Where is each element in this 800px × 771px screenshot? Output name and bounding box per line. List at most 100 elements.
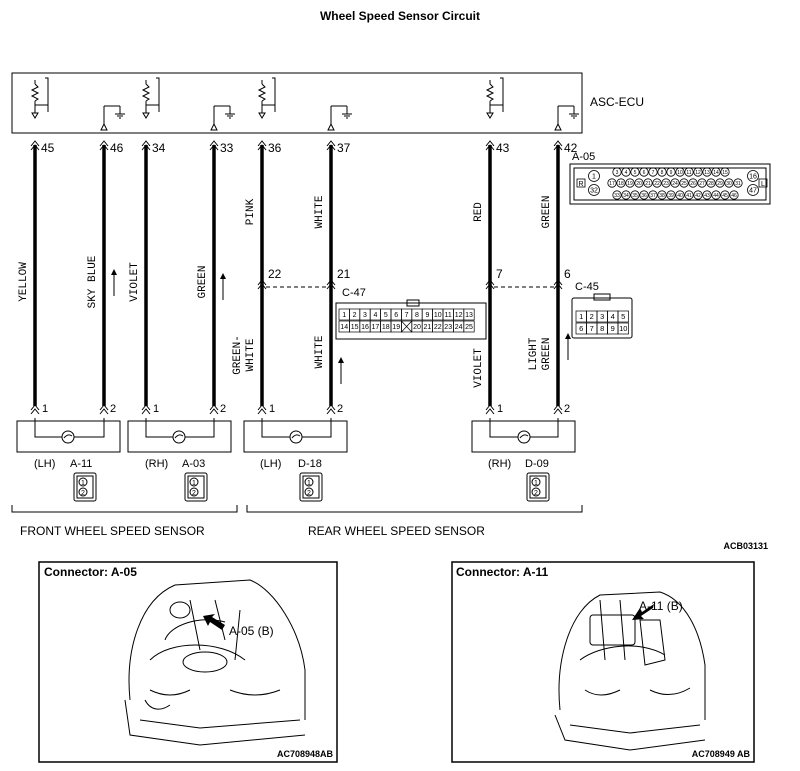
a05-pin: [675, 190, 685, 200]
ecu-pin-45: 45: [41, 141, 55, 155]
a05-pin-label: 7: [652, 170, 655, 176]
a05-pin-label: 18: [618, 181, 624, 187]
a05-pin-label: 47: [749, 188, 757, 195]
a05-pin: [702, 190, 712, 200]
a05-pin-label: 28: [708, 181, 714, 187]
a05-pin: [706, 178, 716, 188]
c45-pin-label: 10: [619, 324, 627, 333]
sensor-pin-2: 2: [337, 403, 343, 415]
wire-color-violet-lower: VIOLET: [473, 348, 485, 388]
a05-pin-label: 45: [722, 193, 728, 199]
c47-pin-label: 19: [392, 324, 400, 331]
a05-tag-left-label: R: [578, 181, 583, 188]
a05-pin: [612, 167, 622, 177]
a05-pin-label: 1: [592, 174, 596, 181]
c47-pin-label: 6: [394, 312, 398, 319]
sensor-boxes: [16, 418, 576, 453]
a05-pin: [670, 178, 680, 188]
c47-pin-label: 25: [465, 324, 473, 331]
c47-pin-label: 18: [382, 324, 390, 331]
a05-tag-left: [576, 178, 586, 188]
pin-2: 2: [81, 490, 85, 497]
c47-pin-label: 20: [413, 324, 421, 331]
c45-pin-label: 8: [600, 324, 604, 333]
sensor-pin-1: 1: [497, 403, 503, 415]
a05-pin-label: 15: [722, 170, 728, 176]
sensor-connector-a03: A-03: [182, 458, 205, 470]
a05-pin: [621, 167, 631, 177]
wire-color-red: RED: [473, 202, 485, 222]
a05-pin-label: 39: [668, 193, 674, 199]
a05-pin: [588, 170, 600, 182]
a05-pin-label: 3: [616, 170, 619, 176]
c45-pin-label: 7: [590, 324, 594, 333]
a05-pin: [693, 167, 703, 177]
a05-pin-label: 19: [627, 181, 633, 187]
sensor-connector-d18: D-18: [298, 458, 322, 470]
ecu-pin-36: 36: [268, 141, 282, 155]
sensor-side-front-rh: (RH): [145, 458, 168, 470]
a05-pin-label: 8: [661, 170, 664, 176]
a05-pin-label: 23: [663, 181, 669, 187]
c47-pin-label: 7: [405, 312, 409, 319]
junction-pin-22: 22: [268, 267, 282, 281]
a05-pin-label: 9: [670, 170, 673, 176]
sensor-side-rear-rh: (RH): [488, 458, 511, 470]
c47-pin-label: 3: [363, 312, 367, 319]
a05-pin-label: 14: [713, 170, 719, 176]
pin-2: 2: [307, 490, 311, 497]
wire-color-light-green-2: GREEN: [541, 337, 553, 370]
c45-pin-label: 1: [579, 312, 583, 321]
a05-pin: [621, 190, 631, 200]
a05-pin: [607, 178, 617, 188]
group-brackets: [11, 505, 583, 513]
connector-c45: [571, 293, 633, 339]
a05-pin: [747, 184, 759, 196]
a05-pin: [684, 167, 694, 177]
c45-cell: [617, 310, 629, 323]
junction-pin-6: 6: [564, 267, 571, 281]
a05-pin: [675, 167, 685, 177]
a05-pin: [666, 190, 676, 200]
a05-pin: [684, 190, 694, 200]
c45-cell: [617, 322, 629, 335]
a05-pin: [639, 167, 649, 177]
a05-pin: [657, 167, 667, 177]
a05-pin: [724, 178, 734, 188]
sensor-side-rear-lh: (LH): [260, 458, 281, 470]
a05-pin: [630, 190, 640, 200]
wire-color-green-white-2: WHITE: [245, 338, 257, 371]
wire-color-green-white-1: GREEN-: [232, 335, 244, 375]
sensor-pin-2: 2: [220, 403, 226, 415]
a05-pin-label: 11: [686, 170, 691, 176]
a05-pin-label: 26: [690, 181, 696, 187]
sensor-connector-d09: D-09: [525, 458, 549, 470]
a05-pin: [643, 178, 653, 188]
wire-color-yellow: YELLOW: [18, 262, 30, 302]
group-front-label: FRONT WHEEL SPEED SENSOR: [20, 524, 205, 538]
a05-pin-label: 13: [704, 170, 710, 176]
junction-pin-21: 21: [337, 267, 351, 281]
c47-pin-label: 5: [384, 312, 388, 319]
a05-pin-label: 21: [645, 181, 651, 187]
a05-pin-label: 43: [704, 193, 710, 199]
panel-a05-code: AC708948AB: [277, 749, 334, 759]
c47-cell: [463, 308, 475, 321]
panel-a05: Connector: A-05 A-05 (B) AC708948AB: [38, 561, 338, 763]
sensor-pin-2: 2: [110, 403, 116, 415]
c47-pin-label: 16: [361, 324, 369, 331]
ecu-box: [11, 72, 583, 134]
c47-pin-label: 13: [465, 312, 473, 319]
a05-pin: [747, 170, 759, 182]
sensor-pin-1: 1: [153, 403, 159, 415]
a05-pin: [720, 190, 730, 200]
connector-c47: [335, 299, 487, 340]
c47-pin-label: 10: [434, 312, 442, 319]
wire-color-white-lower: WHITE: [314, 335, 326, 368]
group-rear-label: REAR WHEEL SPEED SENSOR: [308, 524, 485, 538]
a05-pin: [733, 178, 743, 188]
c47-pin-label: 22: [434, 324, 442, 331]
a05-pin: [693, 190, 703, 200]
wire-color-green: GREEN: [197, 265, 209, 298]
a05-pin: [639, 190, 649, 200]
